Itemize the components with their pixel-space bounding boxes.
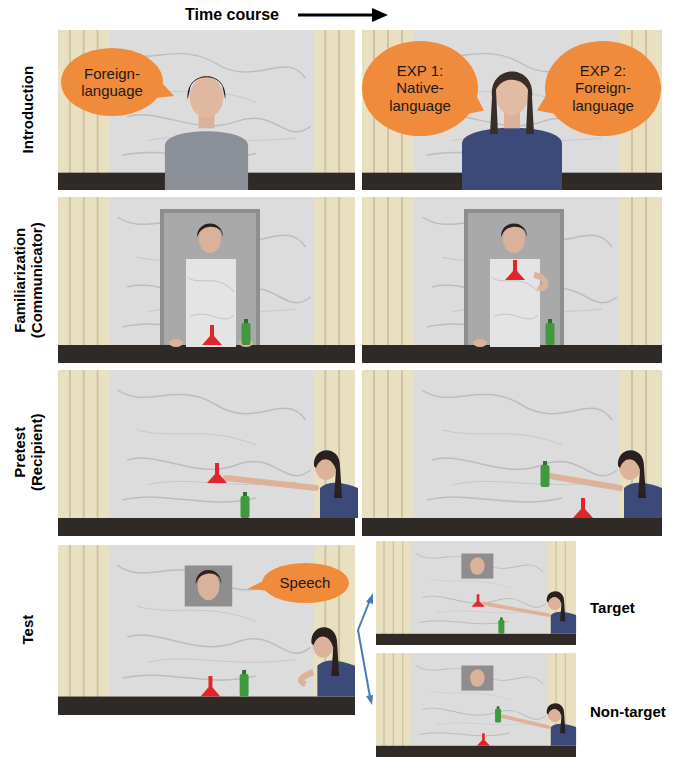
bubble-body <box>545 41 661 136</box>
speech-bubble: EXP 1: Native- language <box>362 41 478 136</box>
bubble-text: Speech <box>275 574 335 591</box>
row-label: Test <box>19 580 36 680</box>
bubble-text: EXP 1: Native- language <box>380 62 460 114</box>
bubble-text: EXP 2: Foreign- language <box>563 62 643 114</box>
bubble-body <box>262 563 349 603</box>
axis-label: Time course <box>162 6 302 24</box>
bubble-text: Foreign- language <box>77 65 147 100</box>
outcome-label: Target <box>590 599 670 616</box>
row-label: Pretest (Recipient) <box>11 397 46 507</box>
row-label: Familiarization (Communicator) <box>11 205 46 355</box>
outcome-label: Non-target <box>590 703 670 720</box>
bubble-body <box>61 48 163 116</box>
row-label: Introduction <box>19 30 36 190</box>
speech-bubble: Foreign- language <box>61 48 163 116</box>
bubble-body <box>362 41 478 136</box>
speech-bubble: Speech <box>262 563 349 603</box>
speech-bubble: EXP 2: Foreign- language <box>545 41 661 136</box>
